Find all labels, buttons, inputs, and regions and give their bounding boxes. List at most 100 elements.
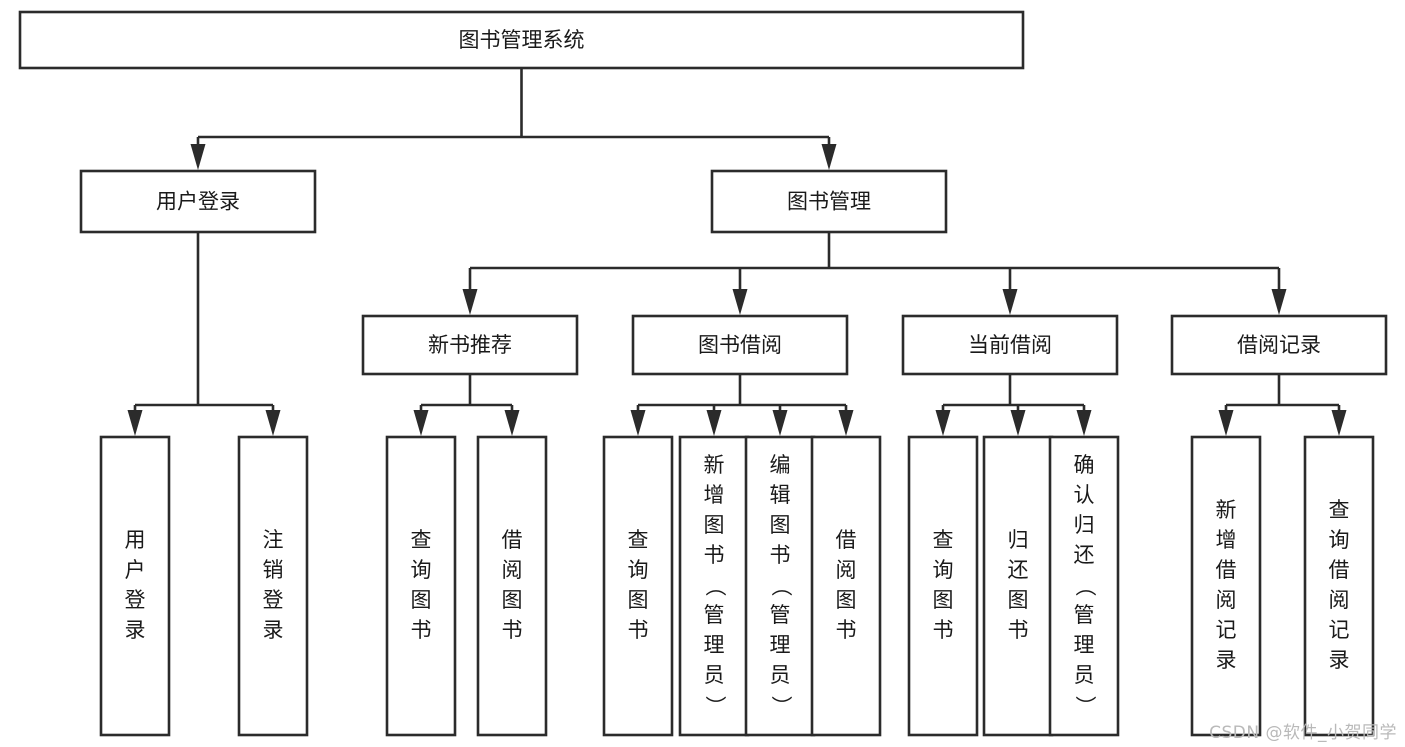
node-label-char: 阅: [1329, 588, 1350, 612]
node-label-char: 销: [263, 558, 284, 582]
arrow-head-icon: [265, 410, 281, 436]
node-label-char: 书: [411, 618, 432, 642]
node-label-char: 阅: [1216, 588, 1237, 612]
arrow-head-icon: [127, 410, 143, 436]
arrow-head-icon: [1331, 410, 1347, 436]
node-label-char: ）: [1073, 696, 1097, 717]
node-label-char: 借: [1216, 558, 1237, 582]
watermark-text: CSDN @软件_小贺同学: [1209, 723, 1397, 743]
node-label-char: 编: [770, 453, 791, 477]
node-label: 新书推荐: [428, 333, 512, 357]
node-label-char: 书: [704, 543, 725, 567]
node-label-char: 询: [933, 558, 954, 582]
node-label-char: 员: [1074, 663, 1095, 687]
node-label-char: 理: [1074, 633, 1095, 657]
node-box[interactable]: [361, 314, 579, 376]
node-leaf-login-1[interactable]: 用户登录: [99, 435, 171, 737]
node-records[interactable]: 借阅记录: [1170, 314, 1388, 376]
node-label-char: 询: [411, 558, 432, 582]
node-label-char: 查: [628, 528, 649, 552]
node-label-char: 归: [1008, 528, 1029, 552]
node-box[interactable]: [1170, 314, 1388, 376]
arrow-head-icon: [1076, 410, 1092, 436]
arrow-head-icon: [935, 410, 951, 436]
node-bookmgmt[interactable]: 图书管理: [710, 169, 948, 234]
node-box[interactable]: [18, 10, 1025, 70]
node-newrec[interactable]: 新书推荐: [361, 314, 579, 376]
node-label-char: 图: [770, 513, 791, 537]
node-label-char: 查: [933, 528, 954, 552]
node-box[interactable]: [810, 435, 882, 737]
node-login[interactable]: 用户登录: [79, 169, 317, 234]
node-box[interactable]: [1303, 435, 1375, 737]
node-box[interactable]: [476, 435, 548, 737]
node-label: 借阅记录: [1237, 333, 1321, 357]
connector-group-current: [935, 374, 1092, 436]
arrow-head-icon: [462, 289, 478, 315]
node-layer: 图书管理系统用户登录图书管理新书推荐图书借阅当前借阅借阅记录用户登录注销登录查询…: [18, 10, 1388, 737]
node-current[interactable]: 当前借阅: [901, 314, 1119, 376]
node-box[interactable]: [602, 435, 674, 737]
arrow-head-icon: [1010, 410, 1026, 436]
node-label-char: 还: [1074, 543, 1095, 567]
connector-group-root: [190, 68, 837, 170]
node-label-char: 书: [770, 543, 791, 567]
node-label-char: （: [1073, 576, 1097, 597]
node-box[interactable]: [79, 169, 317, 234]
node-borrow[interactable]: 图书借阅: [631, 314, 849, 376]
node-label-char: 图: [628, 588, 649, 612]
node-box[interactable]: [982, 435, 1054, 737]
node-label-char: 书: [628, 618, 649, 642]
node-label-char: 理: [704, 633, 725, 657]
node-label-char: 查: [1329, 498, 1350, 522]
node-label-char: （: [769, 576, 793, 597]
node-label-char: 辑: [770, 483, 791, 507]
arrow-head-icon: [772, 410, 788, 436]
node-label-char: 图: [1008, 588, 1029, 612]
node-label-char: 确: [1074, 453, 1095, 477]
node-box[interactable]: [678, 435, 750, 737]
node-label-char: 查: [411, 528, 432, 552]
node-root[interactable]: 图书管理系统: [18, 10, 1025, 70]
node-box[interactable]: [1190, 435, 1262, 737]
node-label-char: 员: [770, 663, 791, 687]
node-box[interactable]: [901, 314, 1119, 376]
node-box[interactable]: [907, 435, 979, 737]
node-label-char: 记: [1329, 618, 1350, 642]
node-label-char: 记: [1216, 618, 1237, 642]
node-label-char: 管: [1074, 603, 1095, 627]
node-box[interactable]: [99, 435, 171, 737]
arrow-head-icon: [630, 410, 646, 436]
node-label: 图书借阅: [698, 333, 782, 357]
node-box[interactable]: [710, 169, 948, 234]
node-box[interactable]: [237, 435, 309, 737]
node-label-char: 用: [125, 528, 146, 552]
node-label-char: 借: [1329, 558, 1350, 582]
node-label-char: 借: [502, 528, 523, 552]
node-label-char: 户: [125, 558, 146, 582]
arrow-head-icon: [1271, 289, 1287, 315]
node-box[interactable]: [385, 435, 457, 737]
node-label-char: 图: [411, 588, 432, 612]
connector-group-newrec: [413, 374, 520, 436]
connector-group-login: [127, 232, 281, 436]
node-box[interactable]: [1048, 435, 1120, 737]
node-box[interactable]: [631, 314, 849, 376]
arrow-head-icon: [706, 410, 722, 436]
node-label-char: 书: [933, 618, 954, 642]
node-label: 用户登录: [156, 190, 240, 214]
